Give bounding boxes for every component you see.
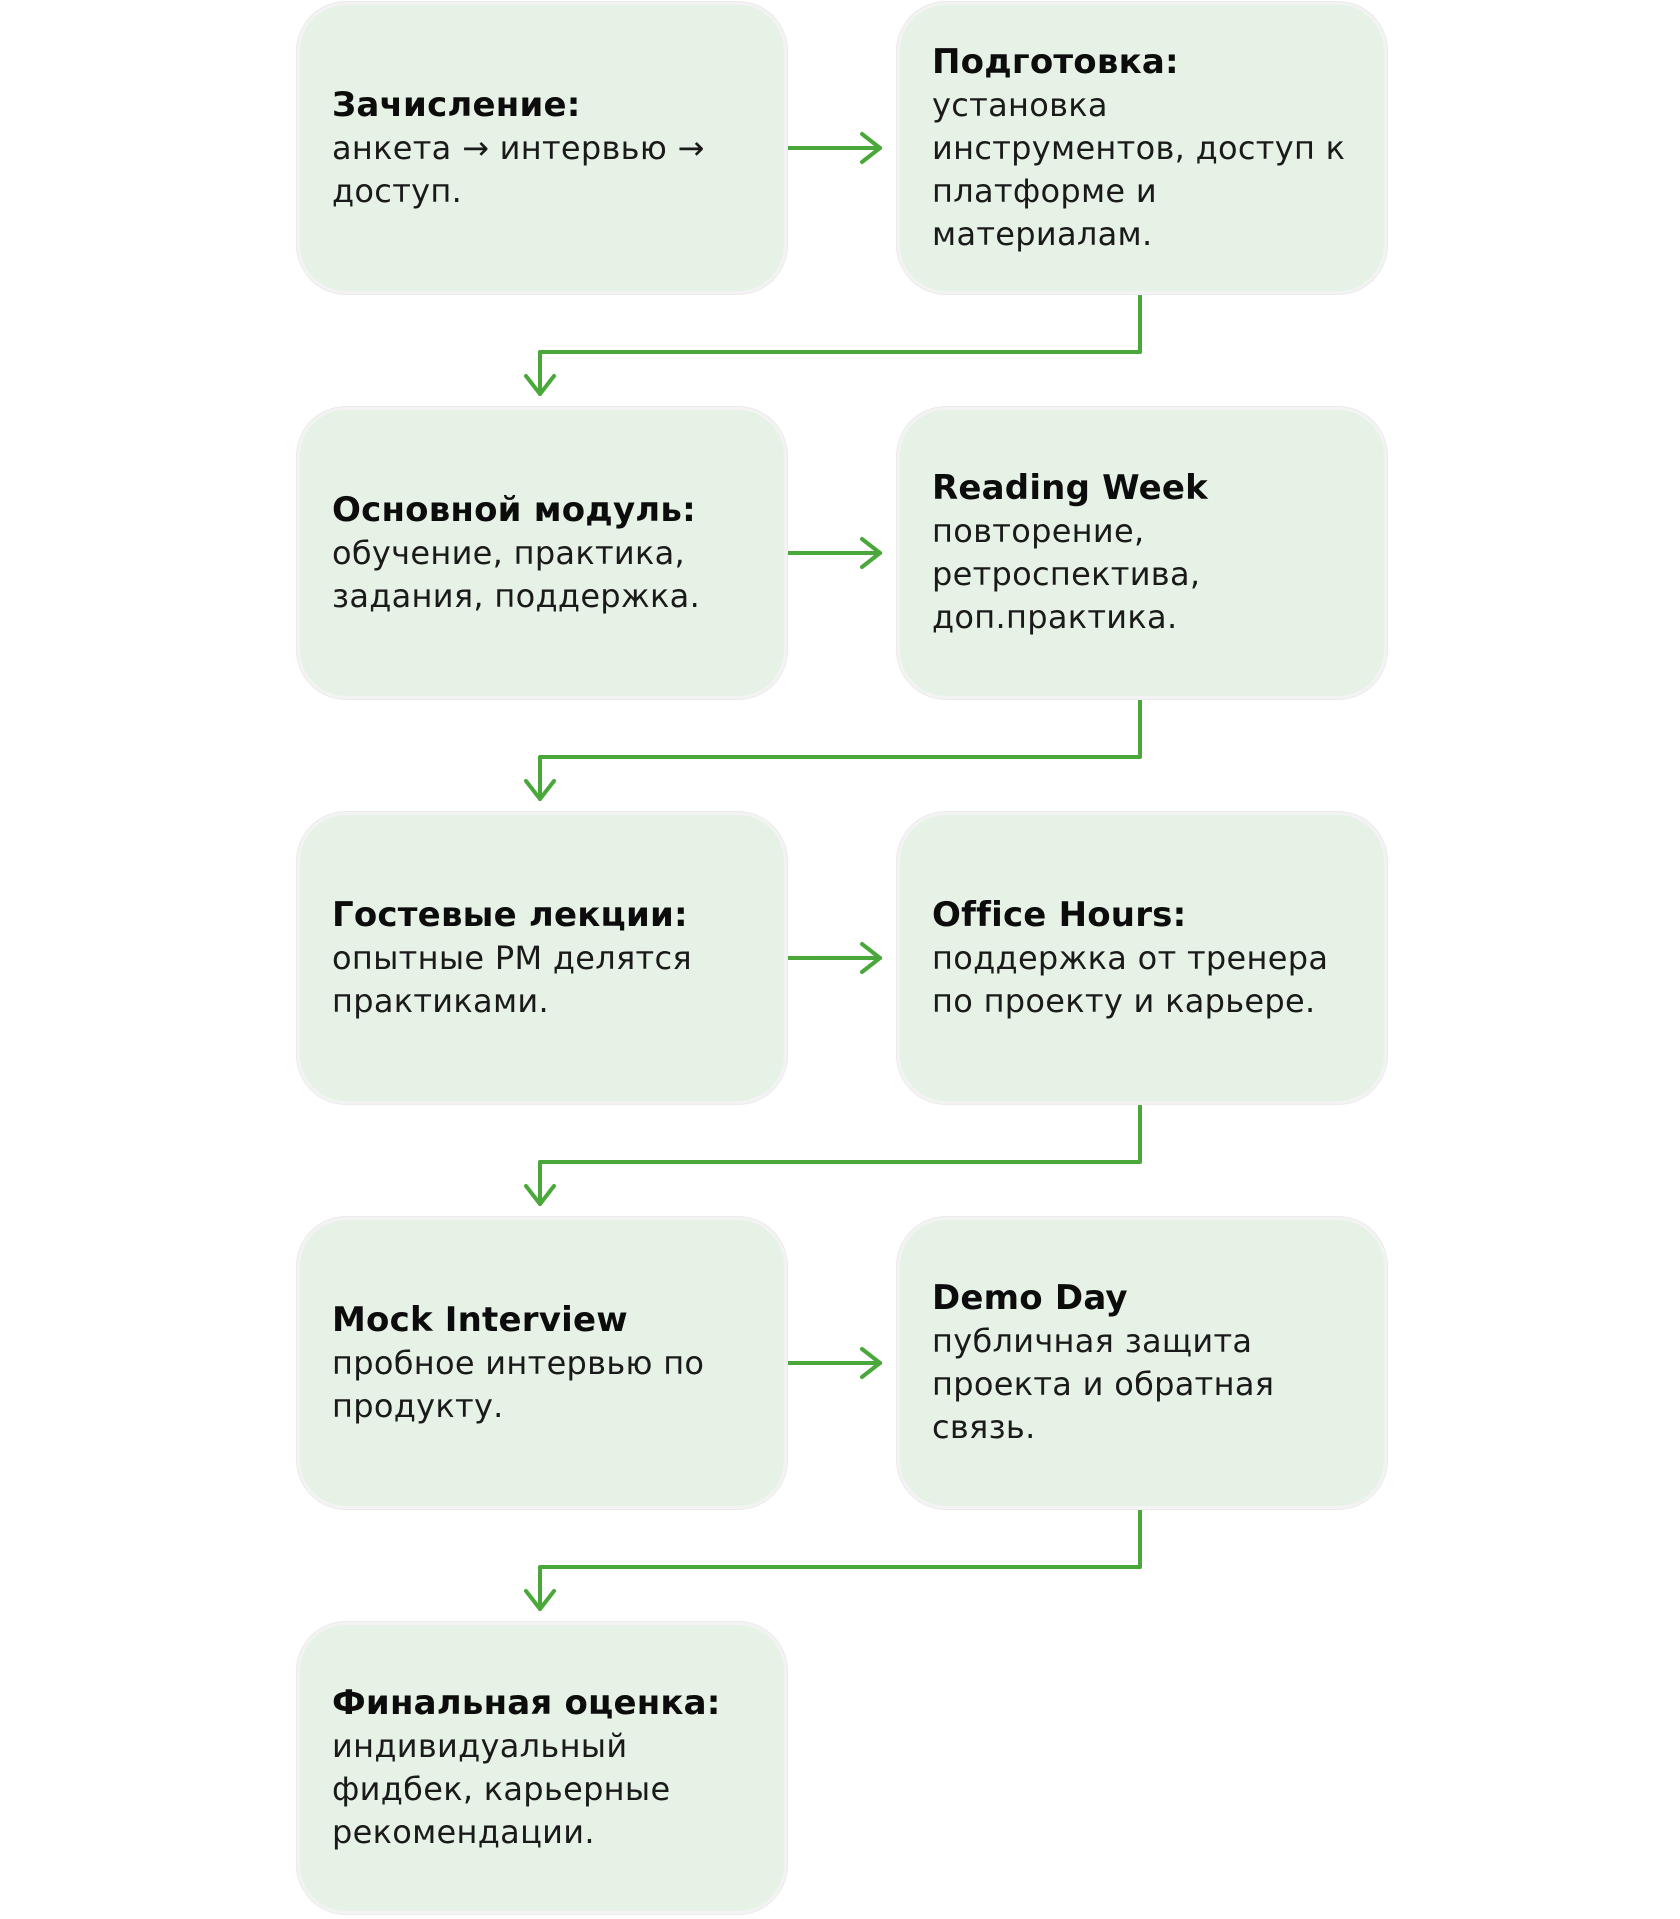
step-title: Основной модуль: [332, 489, 696, 530]
step-description: поддержка от тренера по проекту и карьер… [932, 938, 1329, 1020]
step-description: обучение, практика, задания, поддержка. [332, 533, 701, 615]
arrow-5-to-6 [785, 942, 882, 974]
arrow-3-to-4 [785, 537, 882, 569]
step-final-assessment: Финальная оценка: индивидуальный фидбек,… [300, 1625, 784, 1911]
step-title: Зачисление: [332, 84, 581, 125]
arrow-2-to-3 [524, 294, 1142, 396]
step-office-hours: Office Hours: поддержка от тренера по пр… [900, 815, 1384, 1101]
step-title: Office Hours: [932, 894, 1187, 935]
step-description: установка инструментов, доступ к платфор… [932, 85, 1346, 253]
step-title: Гостевые лекции: [332, 894, 688, 935]
step-description: анкета → интервью → доступ. [332, 128, 705, 210]
arrow-7-to-8 [785, 1347, 882, 1379]
step-title: Mock Interview [332, 1299, 628, 1340]
step-title: Финальная оценка: [332, 1683, 721, 1723]
arrow-1-to-2 [785, 132, 882, 164]
step-title: Demo Day [932, 1278, 1128, 1318]
step-description: индивидуальный фидбек, карьерные рекомен… [332, 1727, 671, 1851]
arrow-6-to-7 [524, 1104, 1142, 1206]
step-description: опытные PM делятся практиками. [332, 938, 692, 1020]
step-enrollment: Зачисление: анкета → интервью → доступ. [300, 5, 784, 291]
step-description: пробное интервью по продукту. [332, 1343, 705, 1425]
arrow-8-to-9 [524, 1509, 1142, 1611]
step-description: повторение, ретроспектива, доп.практика. [932, 512, 1201, 636]
step-demo-day: Demo Day публичная защита проекта и обра… [900, 1220, 1384, 1506]
step-title: Подготовка: [932, 41, 1179, 82]
step-reading-week: Reading Week повторение, ретроспектива, … [900, 410, 1384, 696]
step-main-module: Основной модуль: обучение, практика, зад… [300, 410, 784, 696]
step-description: публичная защита проекта и обратная связ… [932, 1322, 1275, 1446]
step-guest-lectures: Гостевые лекции: опытные PM делятся прак… [300, 815, 784, 1101]
step-title: Reading Week [932, 468, 1208, 508]
step-mock-interview: Mock Interview пробное интервью по проду… [300, 1220, 784, 1506]
arrow-4-to-5 [524, 699, 1142, 801]
step-preparation: Подготовка: установка инструментов, дост… [900, 5, 1384, 291]
